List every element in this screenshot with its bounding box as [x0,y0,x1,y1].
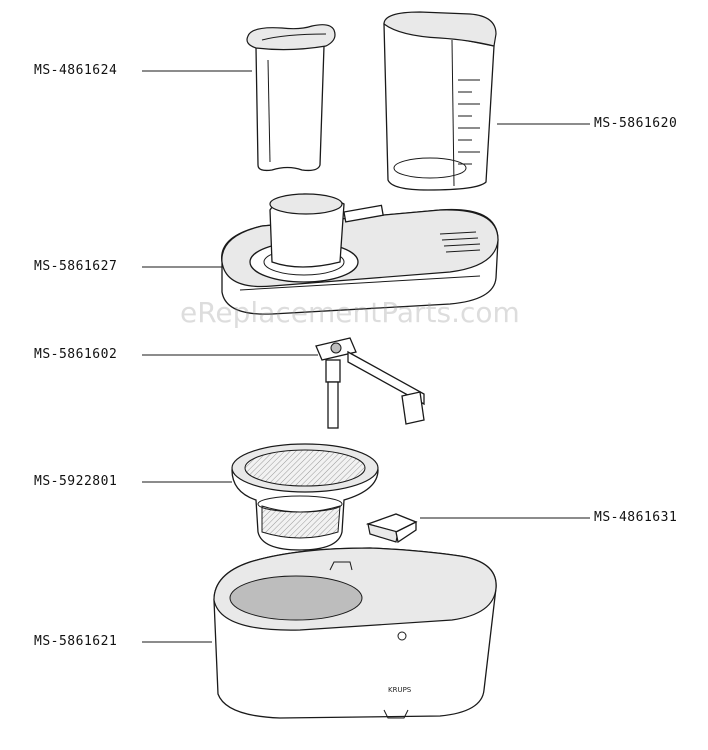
shaft-lever-part [315,337,425,429]
part-label-ms-4861624[interactable]: MS-4861624 [34,63,118,78]
juice-jug-part [383,11,497,191]
part-label-ms-5861602[interactable]: MS-5861602 [34,347,118,362]
clip-part [365,513,418,544]
base-housing-part [213,547,497,719]
part-label-ms-5861621[interactable]: MS-5861621 [34,634,118,649]
part-label-ms-5861620[interactable]: MS-5861620 [594,116,678,131]
jug-measure-scale [458,79,480,165]
lid-vent-slots [439,231,481,253]
part-label-ms-4861631[interactable]: MS-4861631 [594,510,678,525]
strainer-basket-part [231,443,379,551]
leader-lines [142,70,590,643]
part-label-ms-5922801[interactable]: MS-5922801 [34,474,118,489]
watermark-text: eReplacementParts.com [180,296,520,329]
pusher-part [246,24,336,172]
part-label-ms-5861627[interactable]: MS-5861627 [34,259,118,274]
lid-container-part [221,193,499,315]
brand-label: KRUPS [388,686,412,694]
